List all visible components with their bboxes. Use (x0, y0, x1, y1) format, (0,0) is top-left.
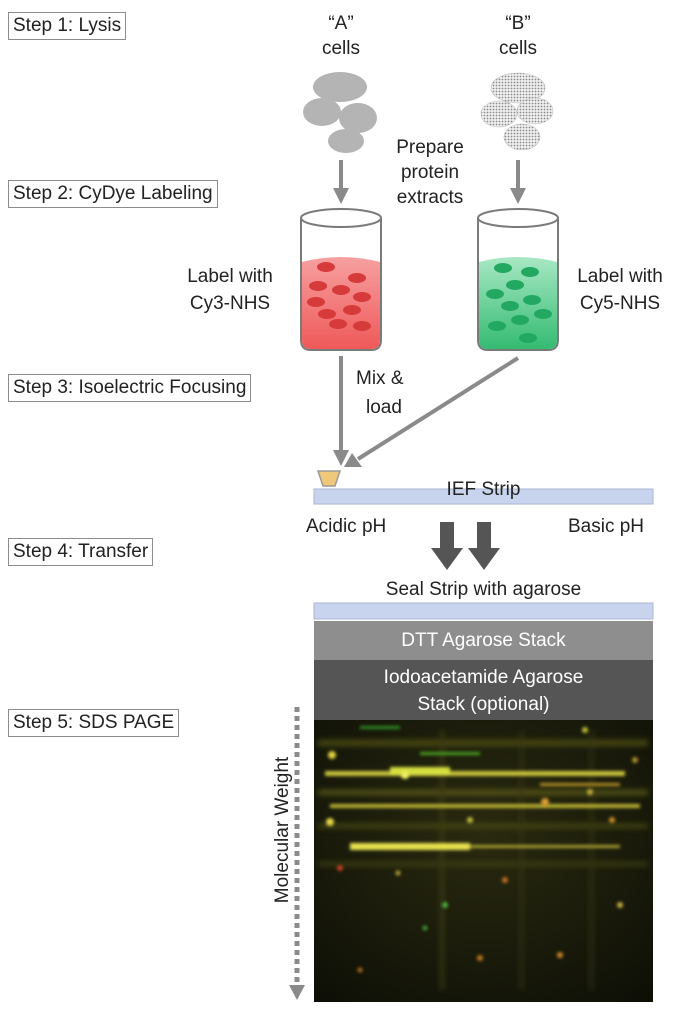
prepare-line1: Prepare (396, 137, 464, 158)
sample-cup (316, 470, 342, 487)
transfer-arrows (431, 522, 500, 570)
seal-strip-label: Seal Strip with agarose (385, 579, 582, 600)
molecular-weight-arrow (289, 707, 305, 1000)
dtt-stack-label: DTT Agarose Stack (401, 630, 566, 651)
step-3-label: Step 3: Isoelectric Focusing (8, 374, 252, 402)
cy5-label-line1: Label with (577, 266, 663, 287)
cells-b-quote: “B” (505, 13, 531, 34)
ief-strip-label: IEF Strip (446, 479, 521, 500)
mix-load-line1: Mix & (356, 368, 404, 389)
step-4-label: Step 4: Transfer (8, 538, 154, 566)
cy3-label-line2: Cy3-NHS (189, 293, 271, 314)
step-1-label: Step 1: Lysis (8, 12, 127, 40)
mix-load-arrows (333, 356, 520, 467)
iodo-line2: Stack (optional) (417, 694, 550, 715)
a-cells-group (303, 72, 377, 153)
acidic-ph-label: Acidic pH (306, 516, 387, 537)
sealed-strip (313, 602, 654, 620)
cells-a-quote: “A” (328, 13, 354, 34)
cells-to-tube-arrows (333, 160, 526, 204)
cells-b-word: cells (498, 38, 537, 59)
mix-load-line2: load (366, 397, 402, 418)
sds-page-gel (314, 720, 653, 1002)
step-2-label: Step 2: CyDye Labeling (8, 180, 218, 208)
step-5-label: Step 5: SDS PAGE (8, 709, 180, 737)
iodoacetamide-stack (314, 660, 653, 720)
molecular-weight-label: Molecular Weight (272, 756, 293, 904)
iodo-line1: Iodoacetamide Agarose (383, 667, 584, 688)
prepare-line2: protein (400, 162, 460, 183)
cy3-tube (300, 208, 382, 351)
b-cells-group (480, 72, 554, 151)
dtt-stack (314, 621, 653, 660)
ief-strip (313, 488, 654, 505)
prepare-line3: extracts (396, 187, 464, 208)
cy5-label-line2: Cy5-NHS (579, 293, 661, 314)
cells-a-word: cells (321, 38, 360, 59)
basic-ph-label: Basic pH (568, 516, 645, 537)
cy5-tube (477, 208, 559, 351)
cy3-label-line1: Label with (187, 266, 273, 287)
